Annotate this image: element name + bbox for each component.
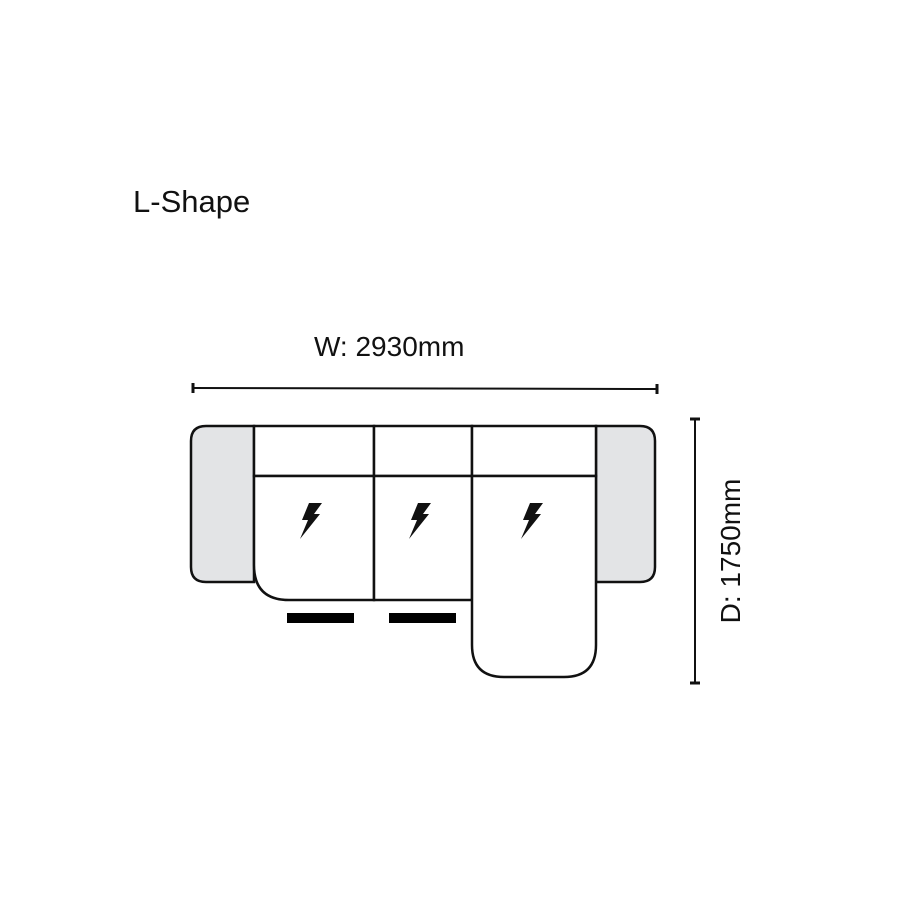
right-armrest xyxy=(594,424,657,584)
seat-2-cushion xyxy=(372,474,474,602)
depth-dimension-line xyxy=(690,417,700,685)
configuration-title: L-Shape xyxy=(133,184,251,219)
footrest-bar-2 xyxy=(389,613,456,623)
width-dimension-line xyxy=(191,383,659,394)
left-armrest xyxy=(189,424,256,584)
seat-2-backrest xyxy=(372,424,474,478)
seat-1-backrest xyxy=(252,424,376,478)
footrest-bar-1 xyxy=(287,613,354,623)
chaise-cushion xyxy=(470,474,598,679)
seat-1-cushion xyxy=(252,474,376,602)
chaise-backrest xyxy=(470,424,598,478)
width-dimension-label: W: 2930mm xyxy=(314,331,465,362)
